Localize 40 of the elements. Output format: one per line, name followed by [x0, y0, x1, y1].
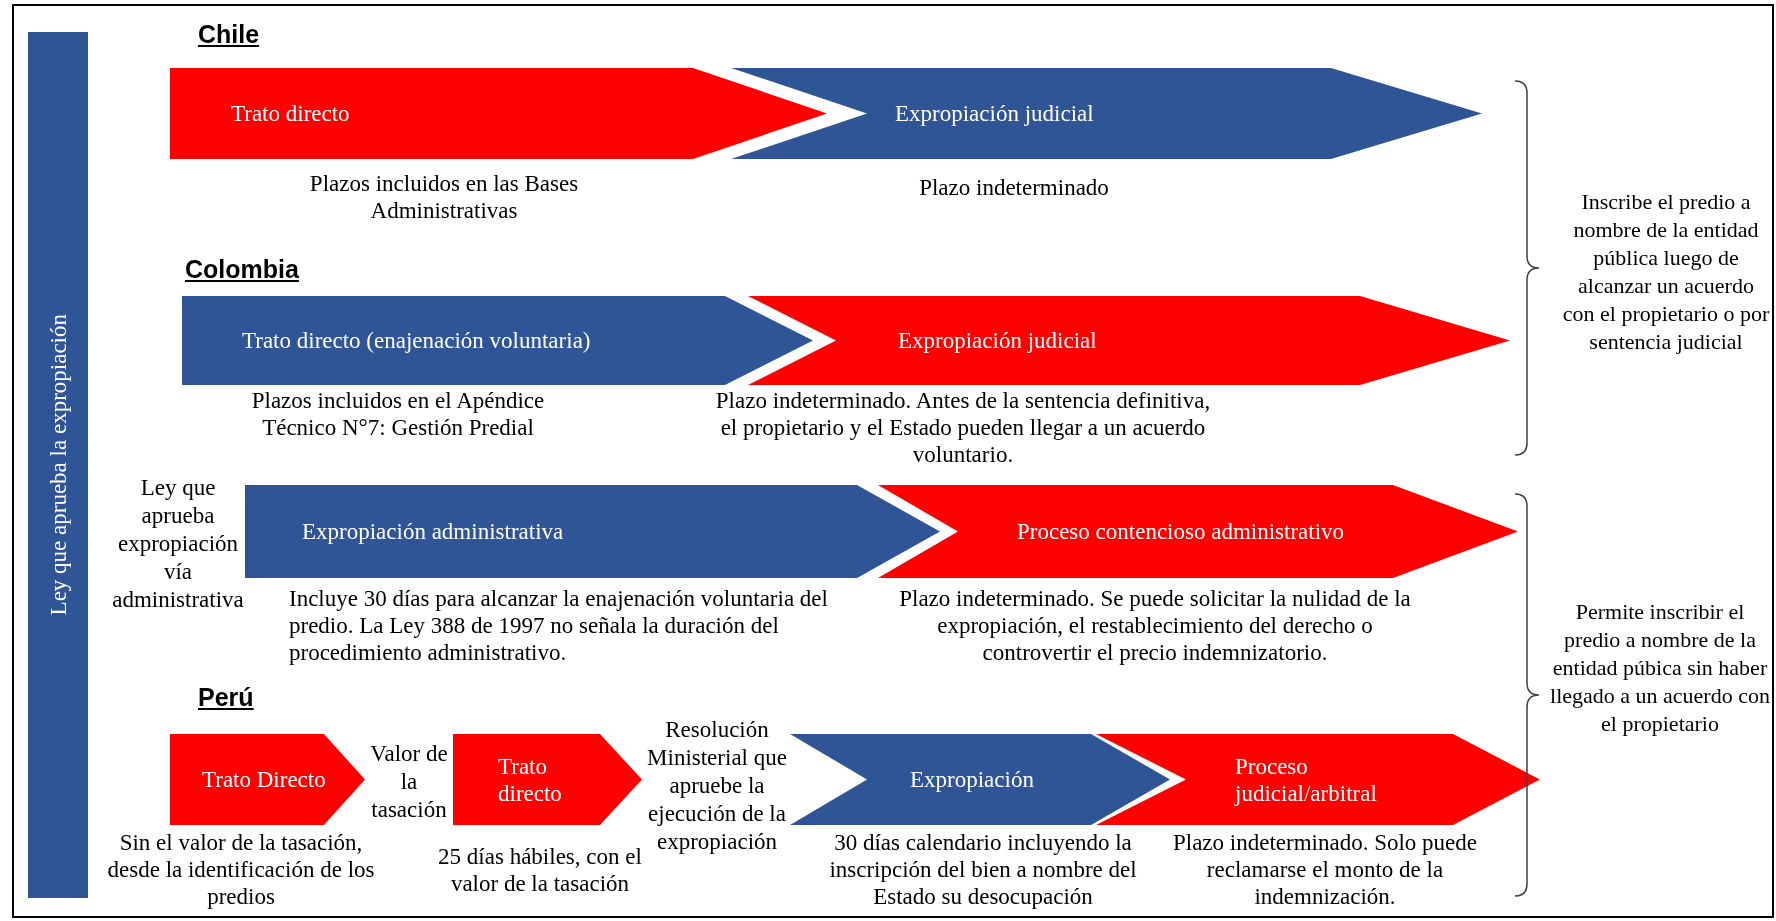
step-note: Plazos incluidos en las Bases Administrativas	[308, 170, 580, 224]
process-chevron	[182, 296, 813, 385]
chevron-label: Trato Directo	[202, 766, 326, 793]
step-note: Sin el valor de la tasación, desde la identificación de los predios	[106, 829, 376, 910]
country-heading: Perú	[198, 682, 254, 713]
chevron-label: Proceso contencioso administrativo	[1017, 518, 1345, 545]
step-note: Incluye 30 días para alcanzar la enajenación voluntaria del predio. La Ley 388 de 1997 no señala la duración del procedimiento administrativo.	[289, 585, 829, 666]
step-note: Plazo indeterminado	[918, 174, 1110, 201]
chevron-label: Expropiación judicial	[898, 327, 1097, 354]
vertical-bar	[28, 32, 88, 898]
step-note: Plazos incluidos en el Apéndice Técnico N°7: Gestión Predial	[250, 387, 546, 441]
step-note: 25 días hábiles, con el valor de la tasación	[437, 843, 643, 897]
process-chevron	[170, 68, 827, 159]
step-note: Plazo indeterminado. Solo puede reclamarse el monto de la indemnización.	[1171, 829, 1478, 910]
note-text: Ley que aprueba expropiación vía administrativa	[112, 474, 244, 614]
note-text: Resolución Ministerial que apruebe la ejecución de la expropiación	[646, 716, 788, 856]
chevron-label: Expropiación	[910, 766, 1034, 793]
process-chevron	[731, 68, 1482, 159]
process-chevron	[878, 485, 1518, 578]
process-chevron	[790, 734, 1170, 825]
process-chevron	[748, 296, 1510, 385]
process-chevron	[1096, 734, 1540, 825]
note-text: Permite inscribir el predio a nombre de la entidad púbica sin haber llegado a un acuerdo con el propietario	[1550, 598, 1770, 738]
country-heading: Chile	[198, 19, 260, 50]
chevron-label: Trato directo	[498, 752, 563, 807]
step-note: Plazo indeterminado. Antes de la sentencia definitiva, el propietario y el Estado pueden llegar a un acuerdo voluntario.	[714, 387, 1212, 468]
note-text: Valor de la tasación	[369, 740, 449, 824]
note-text: Inscribe el predio a nombre de la entidad pública luego de alcanzar un acuerdo con el propietario o por sentencia judicial	[1561, 188, 1771, 356]
country-heading: Colombia	[185, 254, 299, 285]
process-chevron	[453, 734, 642, 825]
process-chevron	[245, 485, 940, 578]
process-chevron	[170, 734, 365, 825]
chevron-label: Trato directo	[231, 100, 350, 127]
step-note: 30 días calendario incluyendo la inscripción del bien a nombre del Estado su desocupación	[828, 829, 1138, 910]
chevron-label: Proceso judicial/arbitral	[1235, 752, 1378, 807]
bar-label: Ley que aprueba la expropiación	[44, 314, 72, 616]
step-note: Plazo indeterminado. Se puede solicitar la nulidad de la expropiación, el restablecimiento del derecho o controvertir el precio indemnizatorio.	[898, 585, 1412, 666]
chevron-label: Expropiación judicial	[895, 100, 1094, 127]
chevron-label: Trato directo (enajenación voluntaria)	[242, 327, 591, 354]
chevron-label: Expropiación administrativa	[302, 518, 564, 545]
